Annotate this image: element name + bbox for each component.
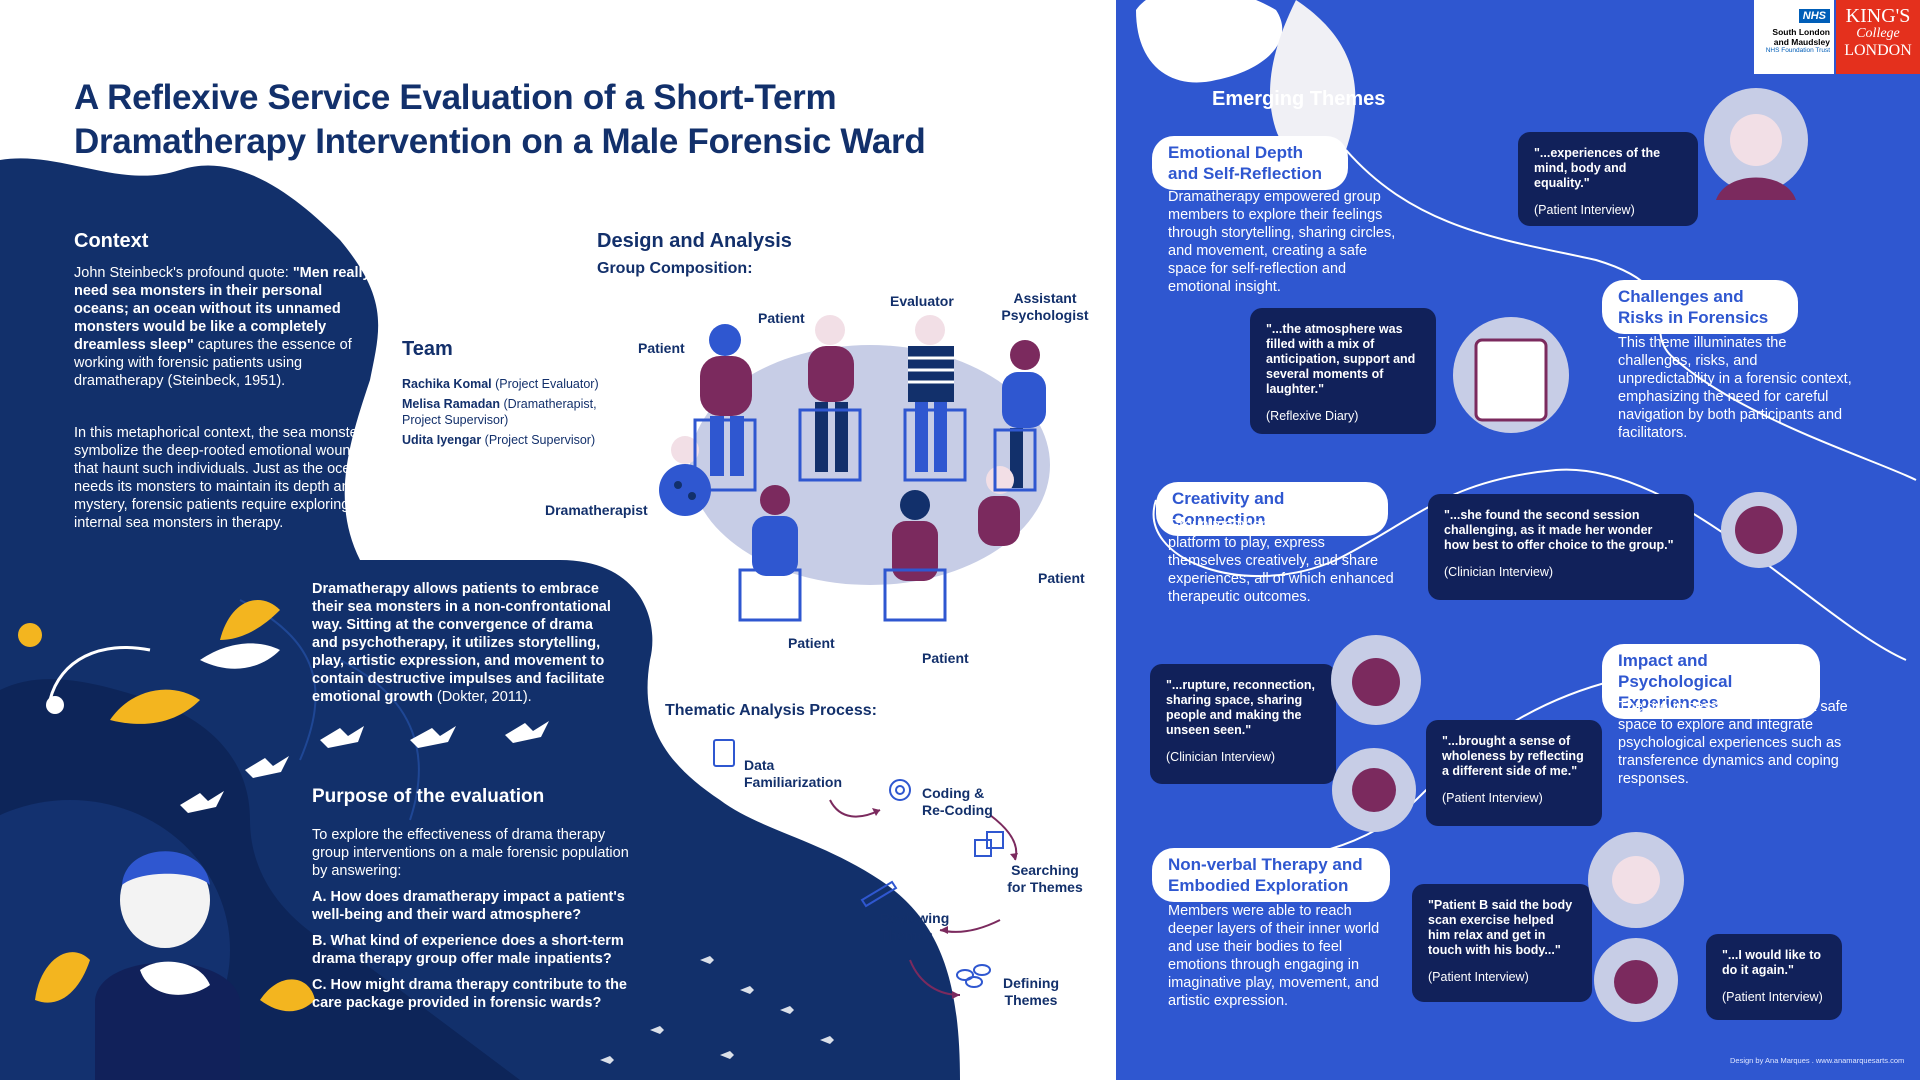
quote-box: "...experiences of the mind, body and eq… bbox=[1518, 132, 1698, 226]
nhs-mark: NHS bbox=[1798, 9, 1830, 23]
label-patient: Patient bbox=[638, 340, 685, 356]
purpose-question-a: A. How does dramatherapy impact a patien… bbox=[312, 889, 625, 923]
team-heading: Team bbox=[402, 338, 453, 360]
themes-heading: Emerging Themes bbox=[1212, 88, 1386, 110]
context-paragraph-3: Dramatherapy allows patients to embrace … bbox=[312, 580, 622, 706]
label-dramatherapist: Dramatherapist bbox=[545, 502, 648, 518]
group-circle-illustration bbox=[659, 315, 1050, 622]
label-patient: Patient bbox=[922, 650, 969, 666]
quote-box: "...brought a sense of wholeness by refl… bbox=[1426, 720, 1602, 826]
team-list: Rachika Komal (Project Evaluator) Melisa… bbox=[402, 376, 622, 448]
step-coding: Coding & Re-Coding bbox=[922, 785, 993, 818]
group-composition-heading: Group Composition: bbox=[597, 260, 753, 277]
theme-title-emotional-depth: Emotional Depth and Self-Reflection bbox=[1152, 136, 1348, 190]
ocean-background bbox=[0, 158, 960, 1080]
theme-text-creativity: Group members felt they had a platform t… bbox=[1168, 517, 1394, 605]
theme-title-creativity: Creativity and Connection bbox=[1156, 482, 1388, 536]
context-paragraph-1: John Steinbeck's profound quote: "Men re… bbox=[74, 264, 374, 390]
theme-text-impact: The group sessions provided a safe space… bbox=[1618, 699, 1848, 787]
purpose-question-b: B. What kind of experience does a short-… bbox=[312, 933, 624, 967]
step-reviewing-themes: Reviewing Themes bbox=[880, 910, 950, 943]
nhs-name-line2: and Maudsley bbox=[1773, 37, 1830, 47]
quote-box: "...rupture, reconnection, sharing space… bbox=[1150, 664, 1336, 784]
kcl-line2: College bbox=[1856, 26, 1900, 41]
context-intro: John Steinbeck's profound quote: bbox=[74, 265, 289, 281]
theme-text-challenges: This theme illuminates the challenges, r… bbox=[1618, 335, 1852, 441]
steinbeck-quote: "Men really need sea monsters in their p… bbox=[74, 265, 371, 353]
nhs-name-line1: South London bbox=[1772, 27, 1830, 37]
theme-title-impact: Impact and Psychological Experiences bbox=[1602, 644, 1820, 719]
portrait-illustrations bbox=[1331, 88, 1808, 1022]
label-patient: Patient bbox=[758, 310, 805, 326]
theme-text-emotional-depth: Dramatherapy empowered group members to … bbox=[1168, 189, 1396, 295]
thematic-heading: Thematic Analysis Process: bbox=[665, 702, 877, 719]
theme-text-nonverbal: Members were able to reach deeper layers… bbox=[1168, 903, 1380, 1009]
team-member: Rachika Komal (Project Evaluator) bbox=[402, 377, 599, 391]
step-defining-themes: Defining Themes bbox=[1003, 975, 1059, 1008]
team-member: Udita Iyengar (Project Supervisor) bbox=[402, 433, 596, 447]
nhs-name-line3: NHS Foundation Trust bbox=[1765, 47, 1830, 54]
label-assistant-psychologist: Assistant Psychologist bbox=[1001, 290, 1089, 323]
label-patient: Patient bbox=[1038, 570, 1085, 586]
purpose-intro: To explore the effectiveness of drama th… bbox=[312, 827, 629, 879]
label-evaluator: Evaluator bbox=[890, 293, 954, 309]
kcl-logo: KING'S College LONDON bbox=[1836, 0, 1920, 74]
quote-box: "...I would like to do it again."(Patien… bbox=[1706, 934, 1842, 1020]
step-data-familiarization: Data Familiarization bbox=[744, 757, 843, 790]
kcl-line1: KING'S bbox=[1845, 5, 1911, 27]
context-paragraph-2: In this metaphorical context, the sea mo… bbox=[74, 425, 382, 531]
dokter-citation: (Dokter, 2011). bbox=[436, 689, 532, 705]
context-quote-note: captures the essence of working with for… bbox=[74, 337, 352, 389]
kcl-line3: LONDON bbox=[1844, 42, 1912, 59]
nhs-logo: NHS South London and Maudsley NHS Founda… bbox=[1754, 0, 1834, 74]
purpose-heading: Purpose of the evaluation bbox=[312, 786, 545, 807]
step-searching-themes: Searching for Themes bbox=[1007, 862, 1083, 895]
page-title: A Reflexive Service Evaluation of a Shor… bbox=[74, 78, 926, 161]
label-patient: Patient bbox=[788, 635, 835, 651]
quote-box: "...she found the second session challen… bbox=[1428, 494, 1694, 600]
quote-box: "Patient B said the body scan exercise h… bbox=[1412, 884, 1592, 1002]
theme-title-challenges: Challenges and Risks in Forensics bbox=[1602, 280, 1798, 334]
quote-box: "...the atmosphere was filled with a mix… bbox=[1250, 308, 1436, 434]
context-heading: Context bbox=[74, 230, 149, 252]
dramatherapy-description: Dramatherapy allows patients to embrace … bbox=[312, 581, 611, 705]
design-credit: Design by Ana Marques . www.anamarquesar… bbox=[1730, 1056, 1905, 1065]
design-heading: Design and Analysis bbox=[597, 230, 792, 252]
team-member: Melisa Ramadan (Dramatherapist, Project … bbox=[402, 397, 597, 427]
thematic-flow-arrows bbox=[713, 739, 1018, 999]
purpose-question-c: C. How might drama therapy contribute to… bbox=[312, 977, 627, 1011]
theme-title-nonverbal: Non-verbal Therapy and Embodied Explorat… bbox=[1152, 848, 1390, 902]
